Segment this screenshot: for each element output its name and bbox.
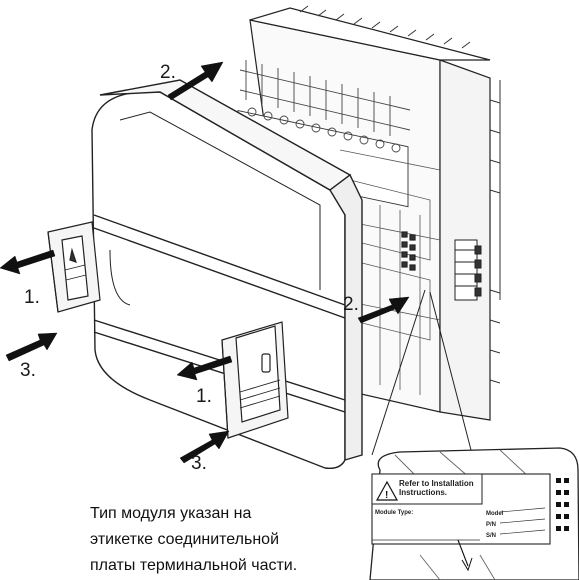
arrows: [0, 61, 410, 464]
caption: Тип модуля указан на этикетке соединител…: [90, 501, 340, 579]
arrow-3-center: [179, 430, 230, 464]
label-pin-block: [556, 478, 569, 531]
warning-text-2: Instructions.: [399, 488, 447, 497]
warning-text-1: Refer to Installation: [399, 479, 474, 488]
center-latch: [221, 321, 289, 439]
step-label-3-center: 3.: [191, 453, 207, 474]
arrow-1-center: [176, 355, 233, 381]
left-latch: [47, 221, 101, 313]
step-label-1-center: 1.: [196, 386, 212, 407]
callout-leader: [371, 289, 472, 456]
caption-line-2: этикетке соединительной: [90, 531, 280, 548]
arrow-3-left: [5, 332, 58, 362]
svg-text:!: !: [385, 490, 388, 501]
arrow-2-right: [357, 296, 410, 324]
caption-line-3: платы терминальной части.: [90, 557, 298, 574]
module-type-label: Module Type:: [375, 510, 413, 516]
sn-label: S/N: [486, 533, 496, 539]
label-magnifier: ! Refer to Installation Instructions. Mo…: [369, 447, 579, 580]
step-label-3-left: 3.: [20, 360, 36, 381]
pn-label: P/N: [486, 522, 496, 528]
arrow-1-left: [0, 249, 56, 275]
arrow-2-top: [167, 61, 224, 101]
caption-line-1: Тип модуля указан на: [90, 505, 252, 522]
step-label-1-left: 1.: [24, 287, 40, 308]
model-label: Model: [486, 511, 504, 517]
step-label-2-top: 2.: [160, 62, 176, 83]
warning-icon: [375, 480, 399, 501]
step-label-2-right: 2.: [343, 294, 359, 315]
